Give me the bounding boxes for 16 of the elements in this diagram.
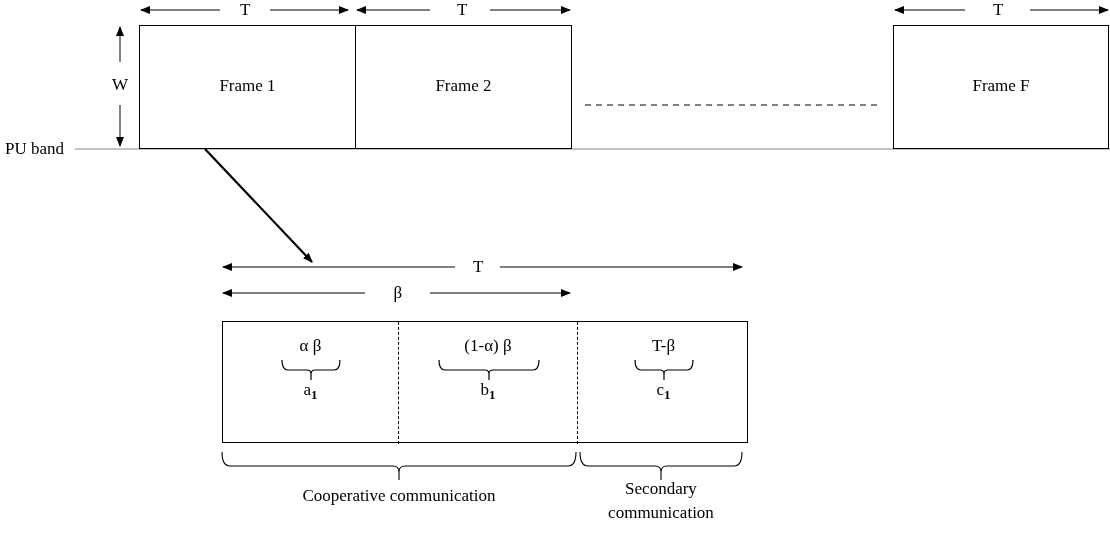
frame-box xyxy=(139,25,356,149)
frame-label: Frame 2 xyxy=(435,76,492,95)
frame-box xyxy=(893,25,1109,149)
frame-label: Frame 1 xyxy=(219,76,276,95)
frame-box xyxy=(355,25,572,149)
arrow xyxy=(204,148,313,263)
group-label: Cooperative communication xyxy=(301,485,497,507)
duration-label: (1-α) β xyxy=(464,336,512,355)
segment-label: a$_{1}$ xyxy=(303,380,318,399)
group-label: Secondary communication xyxy=(607,478,715,524)
frame-slot-box xyxy=(222,321,748,443)
duration-label: α β xyxy=(299,336,322,355)
duration-label: T-β xyxy=(651,336,676,355)
segment-label: c$_{1}$ xyxy=(656,380,671,399)
frame-label: Frame F xyxy=(972,76,1030,95)
segment-label: b$_{1}$ xyxy=(480,380,496,399)
